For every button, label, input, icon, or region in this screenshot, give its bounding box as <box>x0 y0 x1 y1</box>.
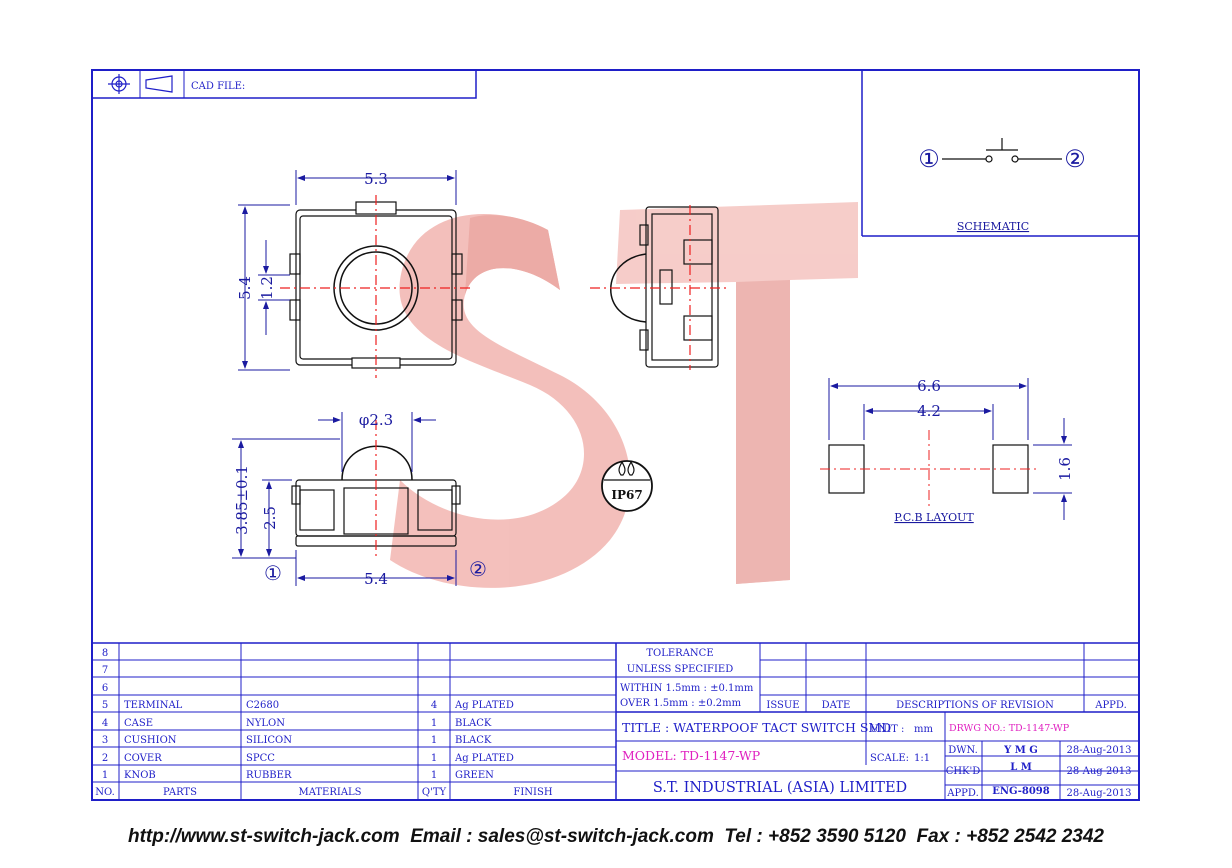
dwn-by: Y M G <box>1003 745 1038 756</box>
top-view-dimensions <box>238 170 457 371</box>
bom-row-part: TERMINAL <box>124 700 183 711</box>
bom-row-no: 6 <box>102 683 108 694</box>
pin2-marker: ② <box>469 557 487 581</box>
bom-row-material: SILICON <box>246 735 292 746</box>
dim-pcb-pad: 1.6 <box>1056 457 1074 481</box>
cad-file-box: CAD FILE: <box>91 69 477 99</box>
bom-table <box>92 642 1139 800</box>
dim-pcb-outer: 6.6 <box>917 377 941 395</box>
title-block <box>616 643 1139 800</box>
side-view-right <box>590 205 730 370</box>
appd-label: APPD. <box>946 788 979 799</box>
bom-header-no: NO. <box>95 787 115 798</box>
bom-row-no: 5 <box>102 700 108 711</box>
dim-side-height: 3.85±0.1 <box>233 465 251 535</box>
bom-row-no: 2 <box>102 753 108 764</box>
dwn-date: 28-Aug-2013 <box>1067 745 1132 756</box>
tolerance-subtitle: UNLESS SPECIFIED <box>627 664 734 675</box>
bom-header-row: NO. PARTS MATERIALS Q'TY FINISH <box>95 787 553 798</box>
bom-row-part: CUSHION <box>124 735 177 746</box>
switch-symbol-icon <box>942 138 1062 163</box>
tolerance-title: TOLERANCE <box>646 648 713 659</box>
dim-side-width: 5.4 <box>364 570 388 588</box>
revision-issue: ISSUE <box>766 700 799 711</box>
top-view <box>280 195 470 378</box>
bom-row-no: 3 <box>102 735 108 746</box>
bom-row-no: 1 <box>102 770 108 781</box>
bom-row-finish: GREEN <box>455 770 494 781</box>
front-view <box>291 420 461 560</box>
schematic-pin2: ② <box>1064 145 1086 173</box>
bom-row-part: KNOB <box>124 770 156 781</box>
bom-header-materials: MATERIALS <box>298 787 361 798</box>
tolerance-within: WITHIN 1.5mm : ±0.1mm <box>620 683 754 694</box>
front-view-dimensions <box>232 412 457 586</box>
appd-by: ENG-8098 <box>992 786 1050 797</box>
unit-label: UNIT : <box>870 724 904 735</box>
tolerance-over: OVER 1.5mm : ±0.2mm <box>620 698 742 709</box>
scale-value: 1:1 <box>914 753 930 764</box>
watermark-text: ST <box>0 0 2 1</box>
pin1-marker: ① <box>264 561 282 585</box>
company-name: S.T. INDUSTRIAL (ASIA) LIMITED <box>653 780 907 796</box>
bom-header-parts: PARTS <box>163 787 197 798</box>
dim-side-body: 2.5 <box>261 506 279 530</box>
model-number: MODEL: TD-1147-WP <box>622 748 760 763</box>
cad-file-label: CAD FILE: <box>191 81 245 92</box>
bom-row-no: 4 <box>102 718 108 729</box>
bom-row-finish: BLACK <box>455 735 492 746</box>
pcb-layout-label: P.C.B LAYOUT <box>894 511 974 524</box>
bom-row-material: NYLON <box>246 718 285 729</box>
dwn-label: DWN. <box>948 745 978 756</box>
dim-top-width: 5.3 <box>364 170 388 188</box>
pcb-layout: 6.6 4.2 1.6 P.C.B LAYOUT <box>820 377 1074 524</box>
schematic-label: SCHEMATIC <box>957 220 1029 233</box>
bom-header-qty: Q'TY <box>422 787 447 798</box>
dim-top-center: 1.2 <box>258 276 276 300</box>
bom-row-no: 7 <box>102 665 108 676</box>
revision-date: DATE <box>822 700 851 711</box>
dim-top-height: 5.4 <box>236 276 254 300</box>
scale-label: SCALE: <box>870 753 909 764</box>
water-drop-icon <box>618 460 635 476</box>
schematic-pin1: ① <box>918 145 940 173</box>
st-watermark: ST <box>0 0 858 588</box>
bom-row-part: CASE <box>124 718 153 729</box>
dim-knob-diameter: φ2.3 <box>359 411 393 429</box>
unit-value: mm <box>914 724 933 735</box>
drawing-number: DRWG NO.: TD-1147-WP <box>949 723 1070 734</box>
bom-row-material: SPCC <box>246 753 275 764</box>
bom-row-part: COVER <box>124 753 162 764</box>
chkd-date: 28-Aug-2013 <box>1067 766 1132 777</box>
revision-descriptions: DESCRIPTIONS OF REVISION <box>896 700 1054 711</box>
bom-row-no: 8 <box>102 648 108 659</box>
ip67-text: IP67 <box>611 488 642 502</box>
bom-row-finish: Ag PLATED <box>454 700 514 711</box>
appd-date: 28-Aug-2013 <box>1067 788 1132 799</box>
bom-row-material: C2680 <box>246 700 279 711</box>
ip67-badge: IP67 <box>601 460 653 512</box>
bom-row-qty: 1 <box>431 770 437 781</box>
chkd-by: L M <box>1010 762 1032 773</box>
bom-row-finish: BLACK <box>455 718 492 729</box>
contact-footer: http://www.st-switch-jack.com Email : sa… <box>127 826 1104 847</box>
bom-row-finish: Ag PLATED <box>454 753 514 764</box>
drawing-title: TITLE : WATERPOOF TACT SWITCH SMD <box>622 720 891 735</box>
chkd-label: CHK'D <box>946 766 981 777</box>
bom-header-finish: FINISH <box>513 787 552 798</box>
dim-pcb-inner: 4.2 <box>917 402 941 420</box>
bom-row-material: RUBBER <box>246 770 292 781</box>
bom-row-qty: 1 <box>431 753 437 764</box>
bom-row-qty: 1 <box>431 735 437 746</box>
schematic-box: ① ② SCHEMATIC <box>861 70 1139 237</box>
projection-symbol-icon <box>108 74 173 94</box>
bom-row-qty: 4 <box>431 700 437 711</box>
revision-appd: APPD. <box>1094 700 1127 711</box>
bom-row-qty: 1 <box>431 718 437 729</box>
